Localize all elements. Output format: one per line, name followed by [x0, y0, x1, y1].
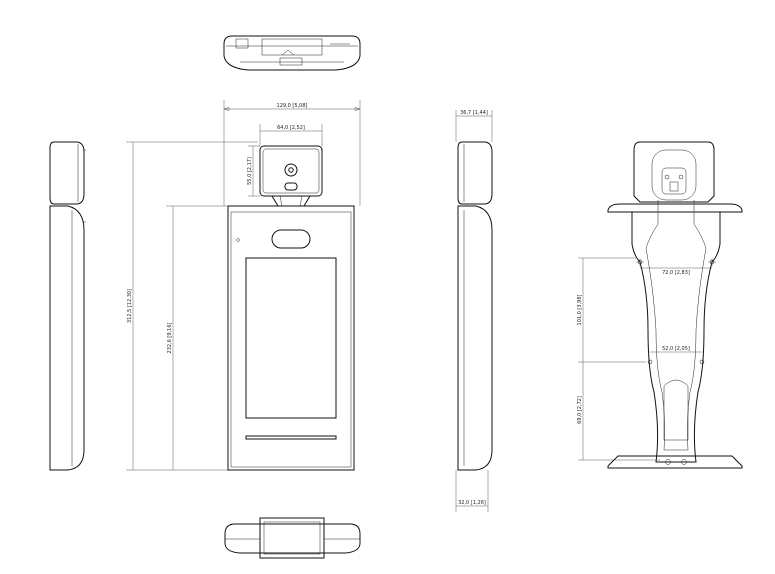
dim-overall-height: 312,5 [12,30] [127, 289, 133, 323]
dim-bracket-upper: 72,0 [2,83] [662, 270, 690, 276]
speaker-slot [245, 435, 337, 440]
camera-lens [284, 163, 298, 177]
left-side-view [49, 141, 86, 471]
dim-camera-width: 64,0 [2,52] [277, 125, 305, 131]
dim-camera-height: 55,0 [2,17] [247, 157, 253, 185]
dim-mount-lower: 69,0 [2,72] [577, 396, 583, 424]
dim-body-height: 232,6 [9,16] [167, 322, 173, 353]
dim-overall-width: 129,0 [5,08] [277, 103, 308, 109]
dim-bottom-depth: 32,0 [1,26] [458, 500, 486, 506]
bottom-view [224, 517, 361, 559]
top-view [223, 35, 361, 71]
right-side-view: 36,7 [1,44] 32,0 [1,26] [455, 110, 493, 512]
dim-bracket-lower: 52,0 [2,05] [662, 346, 690, 352]
front-view: 129,0 [5,08] 64,0 [2,52] 55,0 [2,17] 312… [126, 100, 361, 471]
dim-top-depth: 36,7 [1,44] [460, 110, 488, 116]
dim-mount-spacing: 101,0 [3,98] [577, 294, 583, 325]
camera-module [259, 145, 323, 197]
ir-window [271, 229, 311, 249]
rear-view: 72,0 [2,83] 52,0 [2,05] 101,0 [3,98] 69,… [577, 141, 743, 469]
display-screen [245, 257, 337, 419]
device-body [227, 205, 355, 471]
